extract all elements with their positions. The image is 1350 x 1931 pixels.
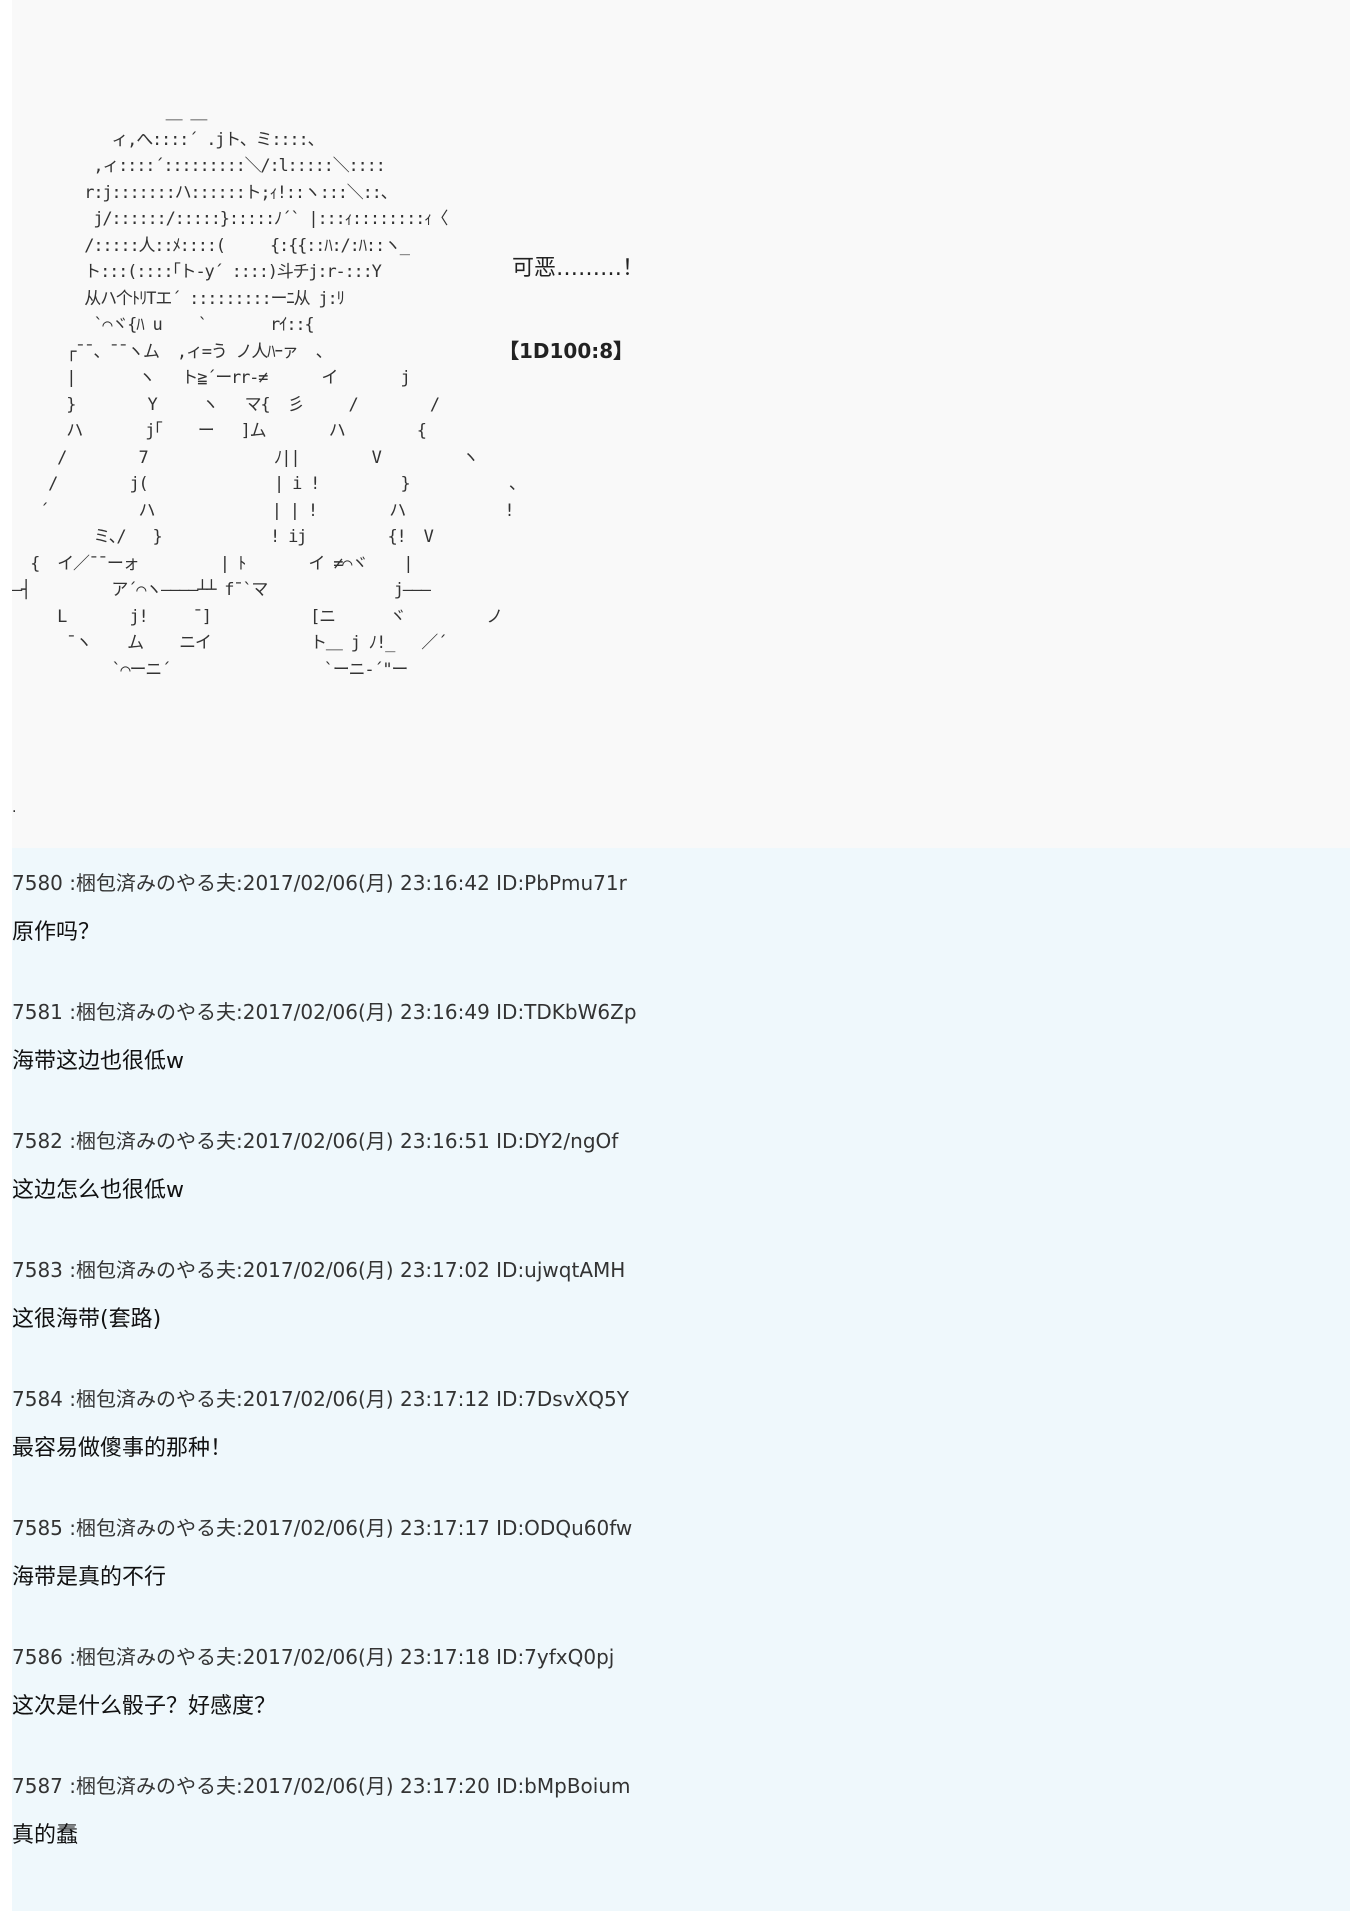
post-body: 真的蠢 — [12, 1823, 79, 1848]
post-header: 7580 :梱包済みのやる夫:2017/02/06(月) 23:16:42 ID… — [12, 871, 627, 895]
post-7581: 7581 :梱包済みのやる夫:2017/02/06(月) 23:16:49 ID… — [12, 997, 1312, 1077]
post-header: 7587 :梱包済みのやる夫:2017/02/06(月) 23:17:20 ID… — [12, 1774, 631, 1798]
dice-result: 【1D100:8】 — [499, 339, 634, 363]
post-body: 这很海带(套路) — [12, 1307, 162, 1332]
post-header: 7582 :梱包済みのやる夫:2017/02/06(月) 23:16:51 ID… — [12, 1129, 619, 1153]
post-body: 这次是什么骰子？好感度？ — [12, 1694, 277, 1719]
post-header: 7583 :梱包済みのやる夫:2017/02/06(月) 23:17:02 ID… — [12, 1258, 626, 1282]
post-header: 7585 :梱包済みのやる夫:2017/02/06(月) 23:17:17 ID… — [12, 1516, 633, 1540]
post-7584: 7584 :梱包済みのやる夫:2017/02/06(月) 23:17:12 ID… — [12, 1384, 1312, 1464]
post-header: 7586 :梱包済みのやる夫:2017/02/06(月) 23:17:18 ID… — [12, 1645, 615, 1669]
post-body: 海带这边也很低w — [12, 1049, 184, 1074]
post-body: 原作吗？ — [12, 920, 101, 945]
post-7582: 7582 :梱包済みのやる夫:2017/02/06(月) 23:16:51 ID… — [12, 1126, 1312, 1206]
post-7583: 7583 :梱包済みのやる夫:2017/02/06(月) 23:17:02 ID… — [12, 1255, 1312, 1335]
ascii-art: ＿ ＿ ィ,へ::::´ .jト、ミ::::、 ,ィ::::´:::::::::… — [12, 103, 526, 680]
speech-text: 可恶………！ — [512, 256, 645, 281]
page: ＿ ＿ ィ,へ::::´ .jト、ミ::::、 ,ィ::::´:::::::::… — [12, 0, 1350, 1931]
post-body: 最容易做傻事的那种！ — [12, 1436, 233, 1461]
trailing-dot: . — [12, 800, 17, 816]
post-header: 7584 :梱包済みのやる夫:2017/02/06(月) 23:17:12 ID… — [12, 1387, 629, 1411]
post-list: 7580 :梱包済みのやる夫:2017/02/06(月) 23:16:42 ID… — [12, 848, 1350, 1911]
post-header: 7581 :梱包済みのやる夫:2017/02/06(月) 23:16:49 ID… — [12, 1000, 637, 1024]
post-7585: 7585 :梱包済みのやる夫:2017/02/06(月) 23:17:17 ID… — [12, 1513, 1312, 1593]
post-7580: 7580 :梱包済みのやる夫:2017/02/06(月) 23:16:42 ID… — [12, 868, 1312, 948]
post-7586: 7586 :梱包済みのやる夫:2017/02/06(月) 23:17:18 ID… — [12, 1642, 1312, 1722]
post-7587: 7587 :梱包済みのやる夫:2017/02/06(月) 23:17:20 ID… — [12, 1771, 1312, 1851]
post-body: 这边怎么也很低w — [12, 1178, 184, 1203]
post-body: 海带是真的不行 — [12, 1565, 167, 1590]
ascii-art-panel: ＿ ＿ ィ,へ::::´ .jト、ミ::::、 ,ィ::::´:::::::::… — [12, 0, 1350, 848]
